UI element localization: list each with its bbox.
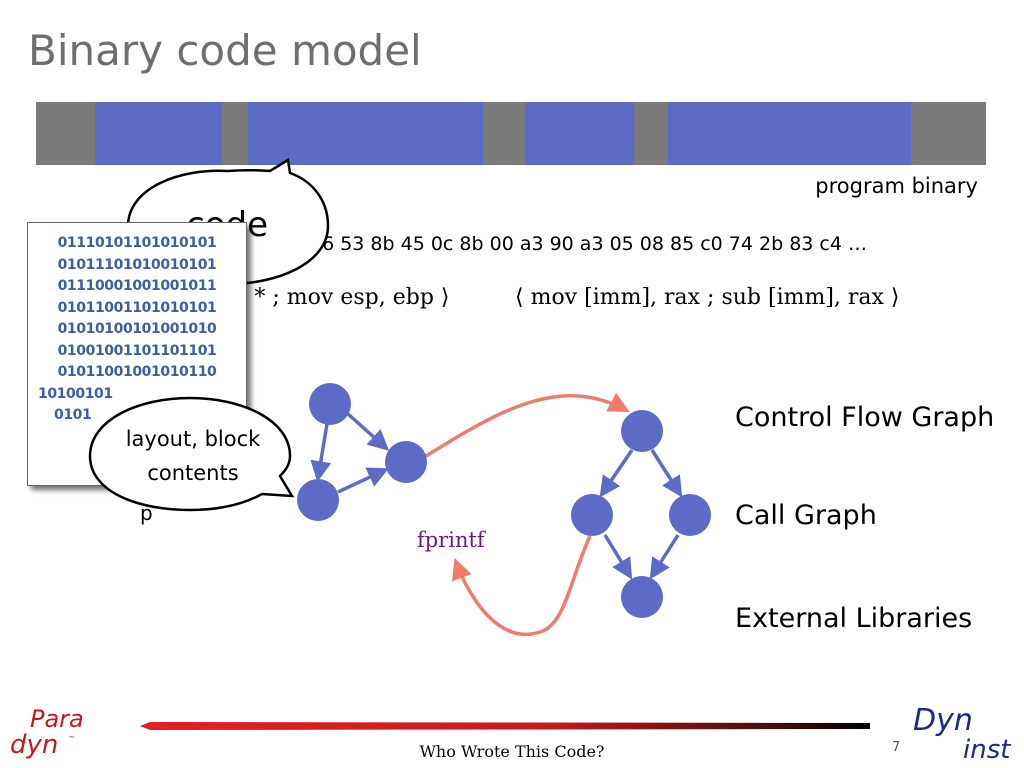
cfg-edge: [599, 449, 634, 498]
control-flow-graph-label: Control Flow Graph: [735, 402, 995, 433]
cfg-node: [621, 576, 663, 618]
cfg-edge: [346, 412, 390, 451]
paradyn-logo: Para dyn ™: [10, 705, 84, 760]
cfg-edge: [649, 534, 680, 580]
layout-callout-bubble: [88, 396, 295, 512]
bits-row: 10100101: [38, 385, 113, 402]
svg-text:Para: Para: [30, 705, 84, 733]
svg-text:™: ™: [68, 735, 75, 743]
cfg-node: [385, 441, 427, 483]
cfg-edge: [603, 534, 633, 580]
footer-divider: [140, 722, 870, 730]
cfg-node: [297, 479, 339, 521]
program-binary-label: program binary: [815, 174, 978, 198]
external-libraries-label: External Libraries: [735, 603, 973, 634]
binary-code-segment: [248, 102, 483, 165]
bits-row: 01010100101001010: [57, 321, 217, 337]
cfg-edge: [337, 467, 389, 494]
fprintf-label: fprintf: [417, 528, 485, 552]
binary-code-segment: [525, 102, 634, 165]
bits-row: 01011101010010101: [57, 256, 217, 273]
binary-code-segment: [95, 102, 222, 165]
bits-row: 01110101101010101: [57, 235, 217, 251]
layout-callout-line: contents: [147, 461, 239, 485]
dyninst-logo: Dyn inst: [913, 703, 1011, 765]
bits-row: 01011001101010101: [57, 299, 217, 316]
binary-code-segment: [668, 102, 911, 165]
binary-gap-segment: [222, 102, 248, 165]
binary-gap-segment: [36, 102, 95, 165]
cfg-edge: [310, 423, 332, 483]
cfg-node: [571, 494, 613, 536]
call-edge: [425, 392, 630, 458]
binary-gap-segment: [483, 102, 525, 165]
binary-gap-segment: [911, 102, 986, 165]
bits-row: 01001001101101101: [57, 342, 217, 359]
call-graph-label: Call Graph: [735, 500, 877, 531]
layout-callout-text: layout, block contents: [100, 422, 286, 490]
binary-gap-segment: [634, 102, 668, 165]
cfg-node: [669, 494, 711, 536]
hex-bytes-text: 86 53 8b 45 0c 8b 00 a3 90 a3 05 08 85 c…: [310, 233, 867, 255]
binary-bits-card: 01110101101010101 01011101010010101 0111…: [27, 222, 247, 486]
cfg-node: [309, 383, 351, 425]
slide-title: Binary code model: [28, 26, 422, 75]
instruction-sequence-b: ⟨ mov [imm], rax ; sub [imm], rax ⟩: [515, 285, 900, 310]
bits-row: 01011001001010110: [57, 364, 217, 380]
layout-callout-line: layout, block: [125, 427, 261, 451]
footer-text: Who Wrote This Code?: [419, 742, 605, 761]
cfg-edge: [650, 449, 683, 498]
svg-text:dyn: dyn: [10, 730, 58, 760]
svg-text:Dyn: Dyn: [913, 703, 973, 738]
page-number: 7: [892, 740, 901, 755]
instruction-sequence-a: ; * ; mov esp, ebp ⟩: [240, 285, 450, 310]
bits-row: 0101: [54, 407, 92, 423]
call-edge: [451, 535, 592, 636]
svg-text:inst: inst: [963, 735, 1011, 765]
cfg-node: [621, 410, 663, 452]
bits-row: 01110001001001011: [57, 278, 217, 294]
program-binary-bar: [36, 102, 986, 165]
